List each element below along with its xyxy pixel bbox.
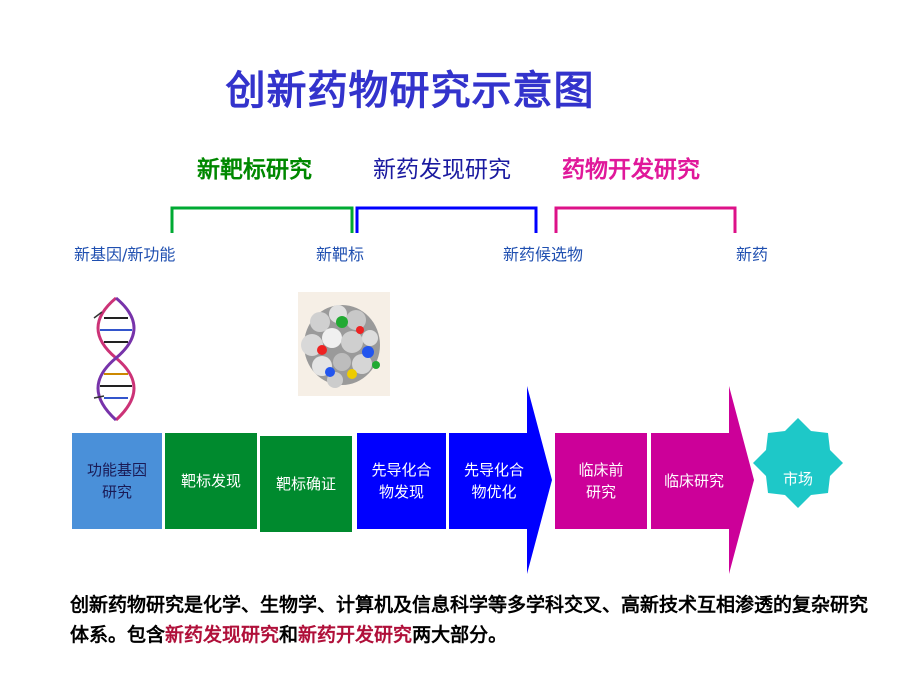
step-label: 先导化合 物优化 [463,461,524,501]
summary-text: 创新药物研究是化学、生物学、计算机及信息科学等多学科交叉、高新技术互相渗透的复杂… [70,590,870,650]
bracket-development [554,206,737,233]
step-target-validation [260,436,352,532]
milestone-new-drug: 新药 [736,245,769,264]
summary-part2: 两大部分。 [412,624,508,646]
bracket-discovery [355,206,538,233]
dna-helix-icon [93,296,136,422]
step-lead-discovery [357,433,446,529]
milestone-new-target: 新靶标 [316,245,365,264]
summary-connector: 和 [279,624,299,646]
phase-label-discovery: 新药发现研究 [373,157,511,183]
summary-highlight-development: 新药开发研究 [298,624,413,646]
step-clinical [651,386,754,574]
page-title: 创新药物研究示意图 [225,68,595,114]
phase-label-development: 药物开发研究 [562,157,700,183]
step-functional-genomics [72,433,162,529]
step-label: 先导化合 物发现 [371,461,432,501]
bracket-target [170,206,354,233]
step-label: 临床研究 [663,472,724,490]
step-label: 市场 [782,470,813,488]
step-label: 临床前 研究 [578,461,624,501]
phase-label-target: 新靶标研究 [197,157,312,183]
step-label: 靶标确证 [275,475,336,493]
step-label: 功能基因 研究 [86,461,147,501]
step-label: 靶标发现 [180,472,241,490]
protein-structure-icon [298,292,390,396]
summary-highlight-discovery: 新药发现研究 [165,624,280,646]
step-lead-optimization [449,386,552,574]
step-target-discovery [165,433,257,529]
step-preclinical [555,433,647,529]
step-market [753,418,843,508]
milestone-new-gene: 新基因/新功能 [74,245,176,264]
milestone-drug-candidate: 新药候选物 [503,245,584,264]
summary-part1: 创新药物研究是化学、生物学、计算机及信息科学等多学科交叉、高新技术互相渗透的复杂… [70,594,869,646]
